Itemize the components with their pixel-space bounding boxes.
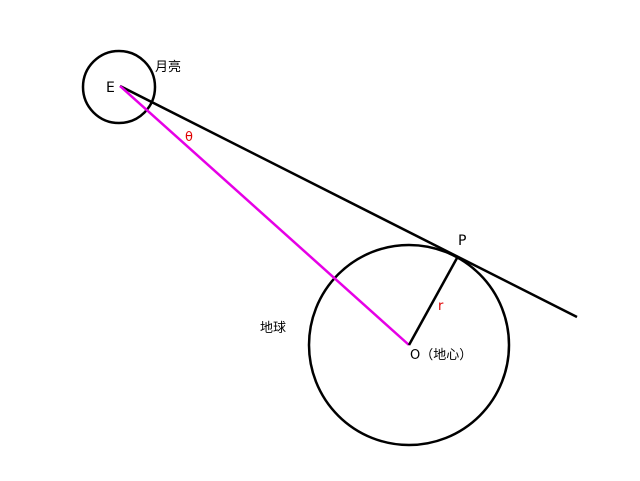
earth-name-label: 地球	[260, 321, 286, 336]
tangent-point-label: P	[458, 233, 466, 249]
moon-to-earth-center-line	[119, 85, 410, 346]
moon-circle	[81, 49, 157, 125]
earth-radius-line	[407, 257, 459, 346]
earth-center-label: O（地心）	[410, 348, 472, 363]
radius-label: r	[438, 299, 444, 314]
moon-name-label: 月亮	[155, 59, 181, 75]
tangent-line	[119, 84, 578, 319]
angle-theta-label: θ	[185, 130, 193, 145]
moon-point-label: E	[106, 80, 115, 96]
earth-circle	[307, 243, 511, 447]
